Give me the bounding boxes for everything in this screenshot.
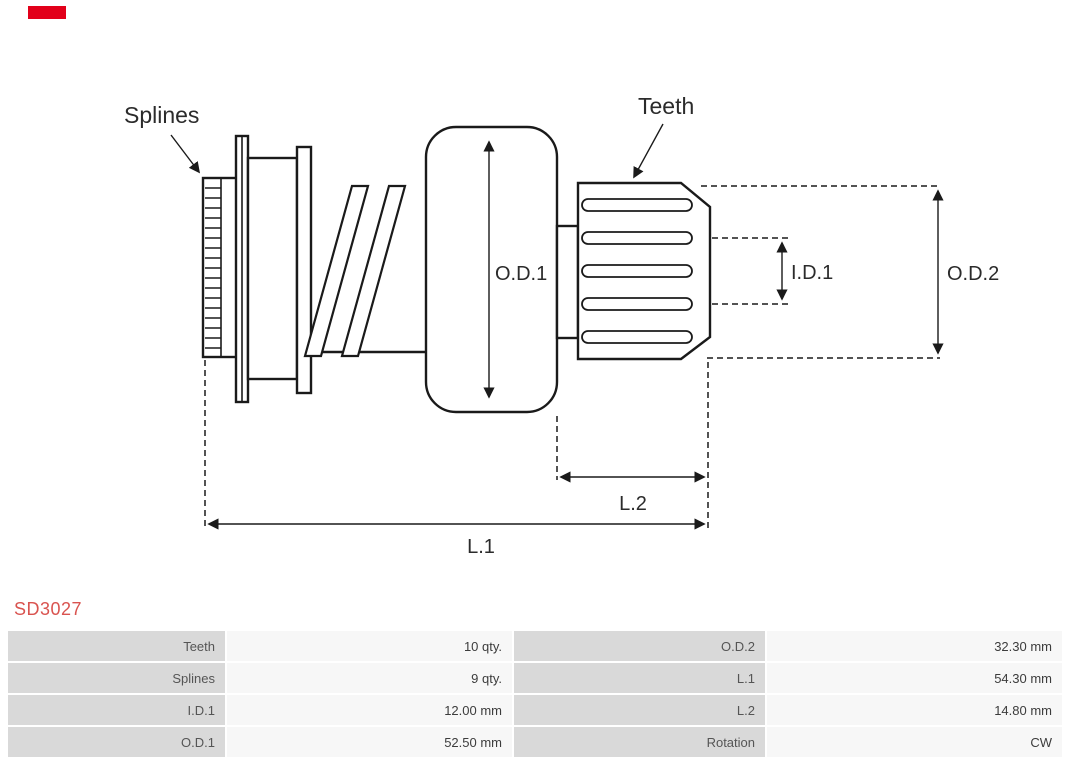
rear-flange	[295, 145, 313, 395]
pinion-teeth	[581, 198, 693, 344]
spec-label-od2: O.D.2	[514, 631, 765, 661]
specs-table: Teeth 10 qty. O.D.2 32.30 mm Splines 9 q…	[8, 631, 1062, 757]
spec-label-od1: O.D.1	[8, 727, 225, 757]
diagram-labels: Splines Teeth O.D.1 I.D.1 O.D.2 L.2 L.1	[124, 93, 999, 558]
spec-value-od1: 52.50 mm	[227, 727, 512, 757]
spec-label-id1: I.D.1	[8, 695, 225, 725]
spring-coil	[303, 184, 370, 358]
spec-value-rotation: CW	[767, 727, 1062, 757]
spec-label-l1: L.1	[514, 663, 765, 693]
spec-value-l1: 54.30 mm	[767, 663, 1062, 693]
l1-label: L.1	[467, 536, 495, 558]
spec-label-splines: Splines	[8, 663, 225, 693]
od1-label: O.D.1	[495, 263, 547, 285]
brand-logo	[28, 6, 66, 19]
drive-assembly-drawing	[201, 125, 712, 414]
spec-value-id1: 12.00 mm	[227, 695, 512, 725]
id1-label: I.D.1	[791, 262, 833, 284]
part-number: SD3027	[14, 599, 83, 619]
splines-callout: Splines	[124, 102, 199, 128]
od2-label: O.D.2	[947, 263, 999, 285]
spec-value-teeth: 10 qty.	[227, 631, 512, 661]
dimension-annotations	[170, 123, 944, 530]
spline-hatching	[205, 187, 221, 349]
hub	[246, 156, 299, 381]
spec-value-od2: 32.30 mm	[767, 631, 1062, 661]
technical-diagram: Splines Teeth O.D.1 I.D.1 O.D.2 L.2 L.1	[124, 93, 999, 558]
teeth-callout: Teeth	[638, 93, 694, 119]
teeth-leader-arrow	[633, 123, 664, 179]
spec-value-splines: 9 qty.	[227, 663, 512, 693]
pinion-shaft-step	[555, 224, 580, 340]
spec-label-teeth: Teeth	[8, 631, 225, 661]
spec-value-l2: 14.80 mm	[767, 695, 1062, 725]
spec-label-l2: L.2	[514, 695, 765, 725]
splines-leader-arrow	[170, 134, 201, 174]
spec-label-rotation: Rotation	[514, 727, 765, 757]
spring-coil	[340, 184, 407, 358]
l2-label: L.2	[619, 493, 647, 515]
